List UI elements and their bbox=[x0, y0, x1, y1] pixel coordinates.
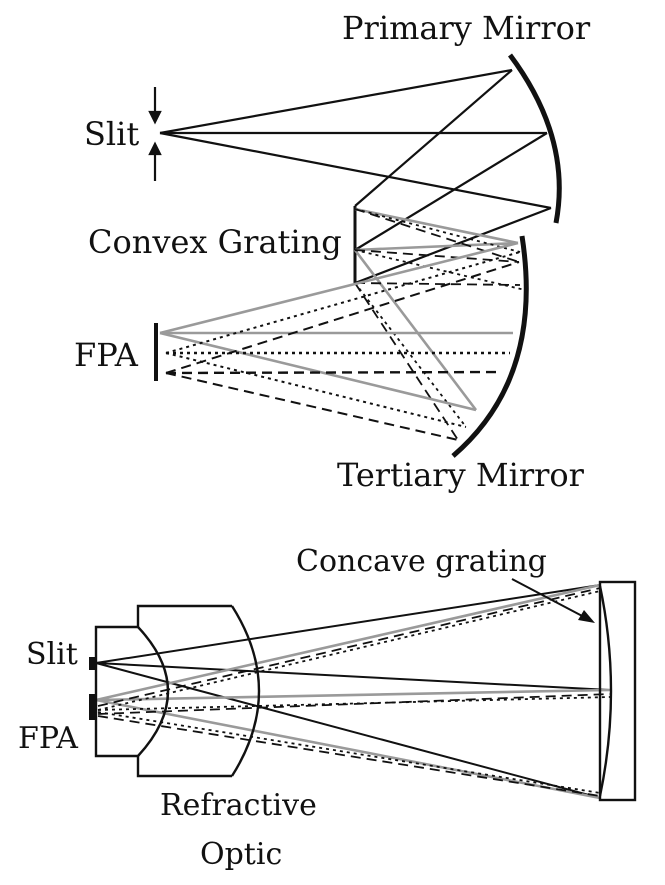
fpa-detector-bottom bbox=[89, 694, 96, 720]
slit-aperture-top bbox=[148, 87, 162, 181]
fpa-label-bottom: FPA bbox=[18, 721, 78, 756]
refractive-label: Refractive bbox=[160, 788, 317, 823]
concave-grating-leader-arrow bbox=[511, 578, 595, 623]
primary-mirror-label: Primary Mirror bbox=[342, 9, 591, 47]
primary-mirror bbox=[507, 53, 562, 224]
convex-grating-label: Convex Grating bbox=[88, 223, 342, 261]
grating-to-tertiary-rays bbox=[353, 207, 526, 441]
concave-grating-label: Concave grating bbox=[296, 544, 547, 579]
concave-grating-surface bbox=[598, 585, 613, 797]
refractive-optic-element-1 bbox=[94, 625, 170, 758]
fpa-label-top: FPA bbox=[74, 336, 139, 374]
slit-label-top: Slit bbox=[84, 115, 139, 153]
refractive-optic-element-2 bbox=[136, 604, 261, 778]
dyson-spectrometer: Concave grating Slit FPA Refractive Opti… bbox=[18, 544, 637, 872]
concave-grating-housing bbox=[598, 580, 637, 802]
primary-rays bbox=[159, 68, 552, 285]
tertiary-mirror bbox=[451, 235, 529, 458]
offner-spectrometer: Primary Mirror Slit Convex Grating FPA T… bbox=[74, 9, 591, 494]
optic-label: Optic bbox=[200, 837, 282, 872]
slit-mark-bottom bbox=[89, 657, 96, 670]
slit-label-bottom: Slit bbox=[26, 637, 78, 672]
tertiary-to-fpa-rays bbox=[159, 241, 521, 441]
tertiary-mirror-label: Tertiary Mirror bbox=[337, 456, 585, 494]
dyson-rays bbox=[95, 583, 611, 800]
